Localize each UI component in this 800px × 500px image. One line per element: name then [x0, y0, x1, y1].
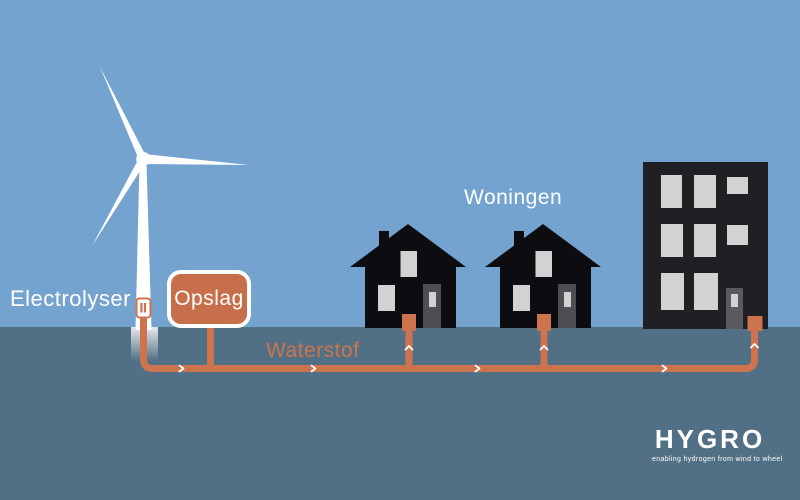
flow-arrow-up	[750, 343, 759, 349]
electrolyser-icon	[135, 297, 152, 319]
connector-box	[537, 314, 551, 331]
chimney	[379, 231, 389, 251]
wind-turbine-icon	[92, 67, 249, 361]
logo-brand-text: HYGRO	[654, 424, 766, 454]
turbine-tower	[135, 163, 152, 330]
turbine-blade-down	[92, 157, 147, 246]
door-window	[429, 292, 436, 307]
house-icon	[350, 224, 466, 328]
window	[727, 225, 748, 245]
storage-label: Opslag	[174, 287, 244, 310]
window	[727, 177, 748, 194]
door	[726, 288, 743, 329]
storage-node: Opslag	[167, 270, 251, 328]
flow-arrow-up	[539, 345, 549, 351]
roof	[350, 224, 466, 267]
flow-arrow-right	[661, 364, 668, 373]
window	[694, 273, 718, 310]
window	[661, 224, 683, 257]
door-window	[731, 294, 738, 307]
pipeline-label: Waterstof	[266, 339, 360, 362]
electrolyser-label: Electrolyser	[10, 286, 131, 311]
window	[661, 273, 684, 310]
turbine-blade-up	[100, 67, 147, 161]
apartment-building-icon	[643, 162, 768, 329]
connector-box	[747, 316, 763, 331]
connector-box	[402, 314, 416, 331]
flow-arrows	[178, 343, 759, 373]
flow-arrow-right	[310, 364, 317, 373]
houses-label: Woningen	[464, 186, 563, 209]
flow-arrow-right	[178, 364, 185, 373]
window	[694, 175, 716, 208]
house-icon	[485, 224, 601, 328]
turbine-blade-right	[143, 154, 249, 165]
turbine-hub	[136, 152, 151, 166]
window	[661, 175, 682, 208]
pipeline-main	[140, 314, 758, 372]
logo-tagline-text: enabling hydrogen from wind to wheel	[652, 456, 783, 464]
window	[694, 224, 716, 257]
window	[378, 285, 395, 311]
pipeline	[140, 314, 758, 372]
window	[400, 251, 417, 277]
hygro-logo: HYGRO enabling hydrogen from wind to whe…	[652, 424, 783, 464]
flow-arrow-up	[404, 345, 414, 351]
pipe-connectors	[402, 314, 763, 331]
flow-arrow-right	[474, 364, 481, 373]
ground	[0, 327, 800, 500]
